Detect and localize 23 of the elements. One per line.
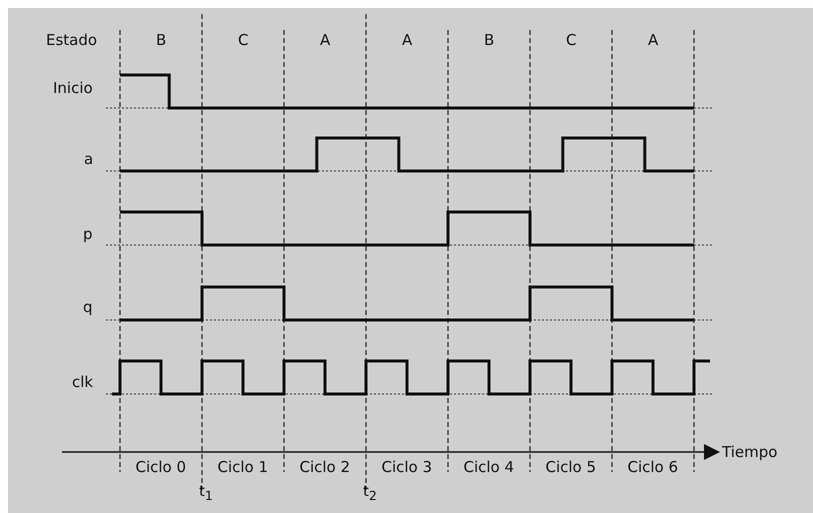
cycle-label: Ciclo 0 bbox=[136, 458, 186, 476]
time-marker: t$_{1}$ bbox=[199, 482, 213, 505]
signal-name: q bbox=[83, 298, 93, 316]
state-label: B bbox=[156, 31, 166, 49]
state-label: A bbox=[402, 31, 412, 49]
state-label: B bbox=[484, 31, 494, 49]
cycle-label: Ciclo 5 bbox=[546, 458, 596, 476]
signal-name: a bbox=[84, 150, 94, 168]
signal-name: p bbox=[83, 225, 93, 243]
state-label: C bbox=[238, 31, 248, 49]
state-label: C bbox=[566, 31, 576, 49]
cycle-label: Ciclo 6 bbox=[628, 458, 678, 476]
signal-name: Inicio bbox=[53, 79, 93, 97]
signal-name: clk bbox=[72, 373, 94, 391]
state-label: A bbox=[320, 31, 330, 49]
row-heading: Estado bbox=[46, 31, 98, 49]
time-marker: t$_{2}$ bbox=[363, 482, 377, 505]
state-label: A bbox=[648, 31, 658, 49]
cycle-label: Ciclo 3 bbox=[382, 458, 432, 476]
cycle-label: Ciclo 1 bbox=[218, 458, 268, 476]
axis-label: Tiempo bbox=[722, 443, 778, 461]
cycle-label: Ciclo 2 bbox=[300, 458, 350, 476]
cycle-label: Ciclo 4 bbox=[464, 458, 514, 476]
